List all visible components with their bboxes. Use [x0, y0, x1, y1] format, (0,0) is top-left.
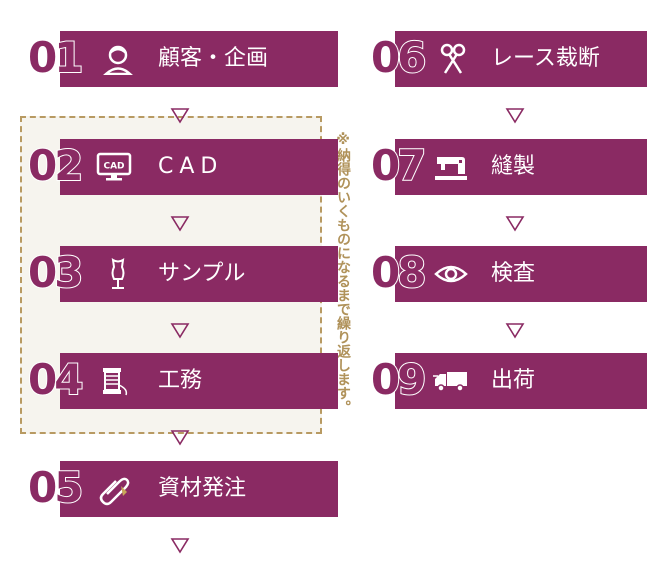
step-number: 04: [27, 354, 84, 405]
flow-arrow: [505, 216, 525, 232]
flow-arrow: [170, 216, 190, 232]
step-number: 09: [370, 354, 427, 405]
flow-arrow: [170, 430, 190, 446]
scissors-icon: [435, 41, 471, 77]
flow-arrow: [505, 108, 525, 124]
thread-spool-icon: [96, 363, 132, 399]
cad-monitor-icon: CAD: [96, 149, 132, 185]
flow-arrow: [170, 323, 190, 339]
step-number: 01: [27, 32, 84, 83]
step-label: 検査: [491, 261, 536, 286]
step-label: 縫製: [491, 154, 536, 179]
flow-arrow: [505, 323, 525, 339]
eye-icon: [433, 256, 469, 292]
step-bar: [60, 139, 338, 195]
step-label: 工務: [158, 368, 203, 393]
step-label: レース裁断: [491, 46, 600, 71]
step-number: 05: [27, 462, 84, 513]
repeat-note: ※納得のいくものになるまで繰り返します。: [335, 132, 351, 414]
step-bar: [60, 246, 338, 302]
step-label: 出荷: [491, 368, 536, 393]
paperclip-icon: [96, 471, 132, 507]
truck-icon: [433, 363, 469, 399]
step-number: 06: [370, 32, 427, 83]
sewing-machine-icon: [433, 149, 469, 185]
step-number: 02: [27, 140, 84, 191]
step-number: 08: [370, 247, 427, 298]
flow-arrow: [170, 108, 190, 124]
flow-arrow: [170, 538, 190, 554]
step-bar: [60, 353, 338, 409]
step-number: 07: [370, 140, 427, 191]
step-bar: [395, 31, 647, 87]
svg-text:CAD: CAD: [103, 162, 124, 172]
step-label: CAD: [158, 154, 224, 179]
dress-form-icon: [100, 256, 136, 292]
customer-icon: [100, 41, 136, 77]
step-bar: [60, 31, 338, 87]
step-label: 資材発注: [158, 476, 247, 501]
step-label: 顧客・企画: [158, 46, 269, 71]
step-number: 03: [27, 247, 84, 298]
step-bar: [395, 139, 647, 195]
step-label: サンプル: [158, 261, 246, 286]
